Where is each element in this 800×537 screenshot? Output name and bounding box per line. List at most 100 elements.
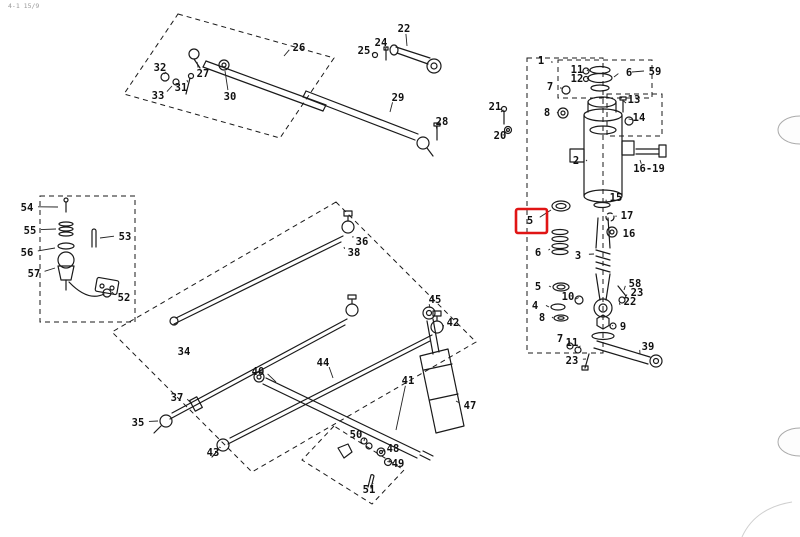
leader-line-33 [166, 85, 173, 92]
part-label-28: 28 [436, 116, 449, 128]
bush-48 [376, 447, 386, 457]
leader-line-55 [40, 228, 57, 230]
leader-line-22 [405, 33, 408, 47]
part-label-32: 32 [154, 62, 167, 74]
part-label-5: 5 [535, 281, 541, 293]
leader-line-28 [435, 125, 438, 131]
bolt-33 [185, 77, 191, 95]
ring-7 [561, 85, 571, 95]
part-label-23: 23 [566, 355, 579, 367]
ball-joint-35 [159, 414, 173, 428]
damper-eye-45 [422, 306, 436, 320]
leader-line-8 [556, 111, 559, 114]
leader-line-9 [611, 325, 614, 327]
leader-line-26 [283, 49, 290, 57]
clamp-37 [189, 396, 203, 412]
pin-51 [367, 474, 375, 489]
part-label-36: 36 [356, 236, 369, 248]
washer-49 [383, 457, 393, 467]
nut-38 [343, 210, 353, 217]
ring-7b [566, 342, 574, 350]
part-label-30: 30 [224, 91, 237, 103]
part-label-49: 49 [392, 458, 405, 470]
part-label-23: 23 [631, 287, 644, 299]
leader-line-11 [577, 345, 581, 349]
leader-line-8 [551, 316, 554, 319]
part-label-5: 5 [527, 215, 533, 227]
bearing-5-highlighted [551, 200, 571, 212]
part-label-6: 6 [626, 67, 632, 79]
outline-center-linkage [111, 201, 477, 473]
page-edge-artifacts: 4-1 15/9 [8, 2, 800, 537]
leader-line-6 [613, 73, 619, 78]
assembly-link-22 [371, 44, 442, 74]
binder-notch-top [777, 115, 800, 145]
part-label-8: 8 [539, 312, 545, 324]
washer-9 [591, 331, 615, 341]
small-parts-48-51 [337, 437, 393, 489]
washer-50a [360, 437, 368, 445]
leader-line-5 [539, 209, 552, 218]
part-label-14: 14 [633, 112, 646, 124]
part-label-9: 9 [620, 321, 626, 333]
leader-line-25 [371, 51, 375, 55]
washer-11 [582, 67, 590, 75]
washer-22 [618, 296, 626, 304]
leader-line-38 [343, 246, 345, 250]
leader-line-12 [586, 77, 589, 80]
seal-8b [553, 314, 569, 322]
part-label-13: 13 [628, 94, 641, 106]
worm-shaft-3 [595, 217, 611, 301]
link-eye [426, 58, 442, 74]
part-label-2: 2 [573, 155, 579, 167]
leader-line-2 [585, 159, 588, 162]
assembly-ball-joint-52-57 [57, 197, 120, 298]
spring-6 [551, 228, 569, 236]
ring-10 [574, 295, 584, 305]
part-label-47: 47 [464, 400, 477, 412]
part-label-22: 22 [624, 296, 637, 308]
leader-line-48 [382, 449, 386, 453]
washer-50b [365, 442, 373, 450]
leader-line-58 [623, 285, 626, 291]
outline-steering-gear-side [606, 93, 663, 137]
outline-small-parts [301, 425, 405, 505]
part-label-43: 43 [207, 447, 220, 459]
ball-joint-43 [216, 438, 230, 452]
washer-4 [550, 303, 566, 311]
outline-steering-gear [526, 57, 604, 354]
part-label-21: 21 [489, 101, 502, 113]
assembly-center-linkage [153, 210, 444, 461]
washer-20 [503, 125, 513, 135]
seal-8 [557, 107, 569, 119]
leader-line-4 [545, 305, 550, 308]
part-label-8: 8 [544, 107, 550, 119]
bearing-5b [552, 282, 570, 292]
leader-line-23 [623, 294, 628, 300]
leader-line-53 [99, 235, 115, 239]
spring-55 [58, 221, 74, 227]
mount-ear-right [621, 140, 635, 156]
part-label-42: 42 [447, 317, 460, 329]
part-label-52: 52 [118, 292, 131, 304]
part-label-58: 58 [629, 278, 642, 290]
bearing-bottom [593, 298, 613, 318]
part-label-24: 24 [375, 37, 388, 49]
part-label-37: 37 [171, 392, 184, 404]
part-label-55: 55 [24, 225, 37, 237]
leader-line-31 [186, 79, 189, 83]
assembly-rod-29 [302, 90, 441, 157]
part-label-44: 44 [317, 357, 330, 369]
leader-line-29 [389, 102, 393, 113]
part-label-25: 25 [358, 45, 371, 57]
part-label-22: 22 [398, 23, 411, 35]
leader-line-24 [384, 47, 387, 51]
leader-line-27 [196, 61, 199, 68]
part-label-39: 39 [642, 341, 655, 353]
ball-joint-rod2 [345, 303, 359, 317]
assembly-outlines [39, 13, 663, 505]
part-label-11: 11 [566, 337, 579, 349]
leader-line-44 [328, 366, 334, 379]
leader-line-45 [428, 303, 431, 309]
